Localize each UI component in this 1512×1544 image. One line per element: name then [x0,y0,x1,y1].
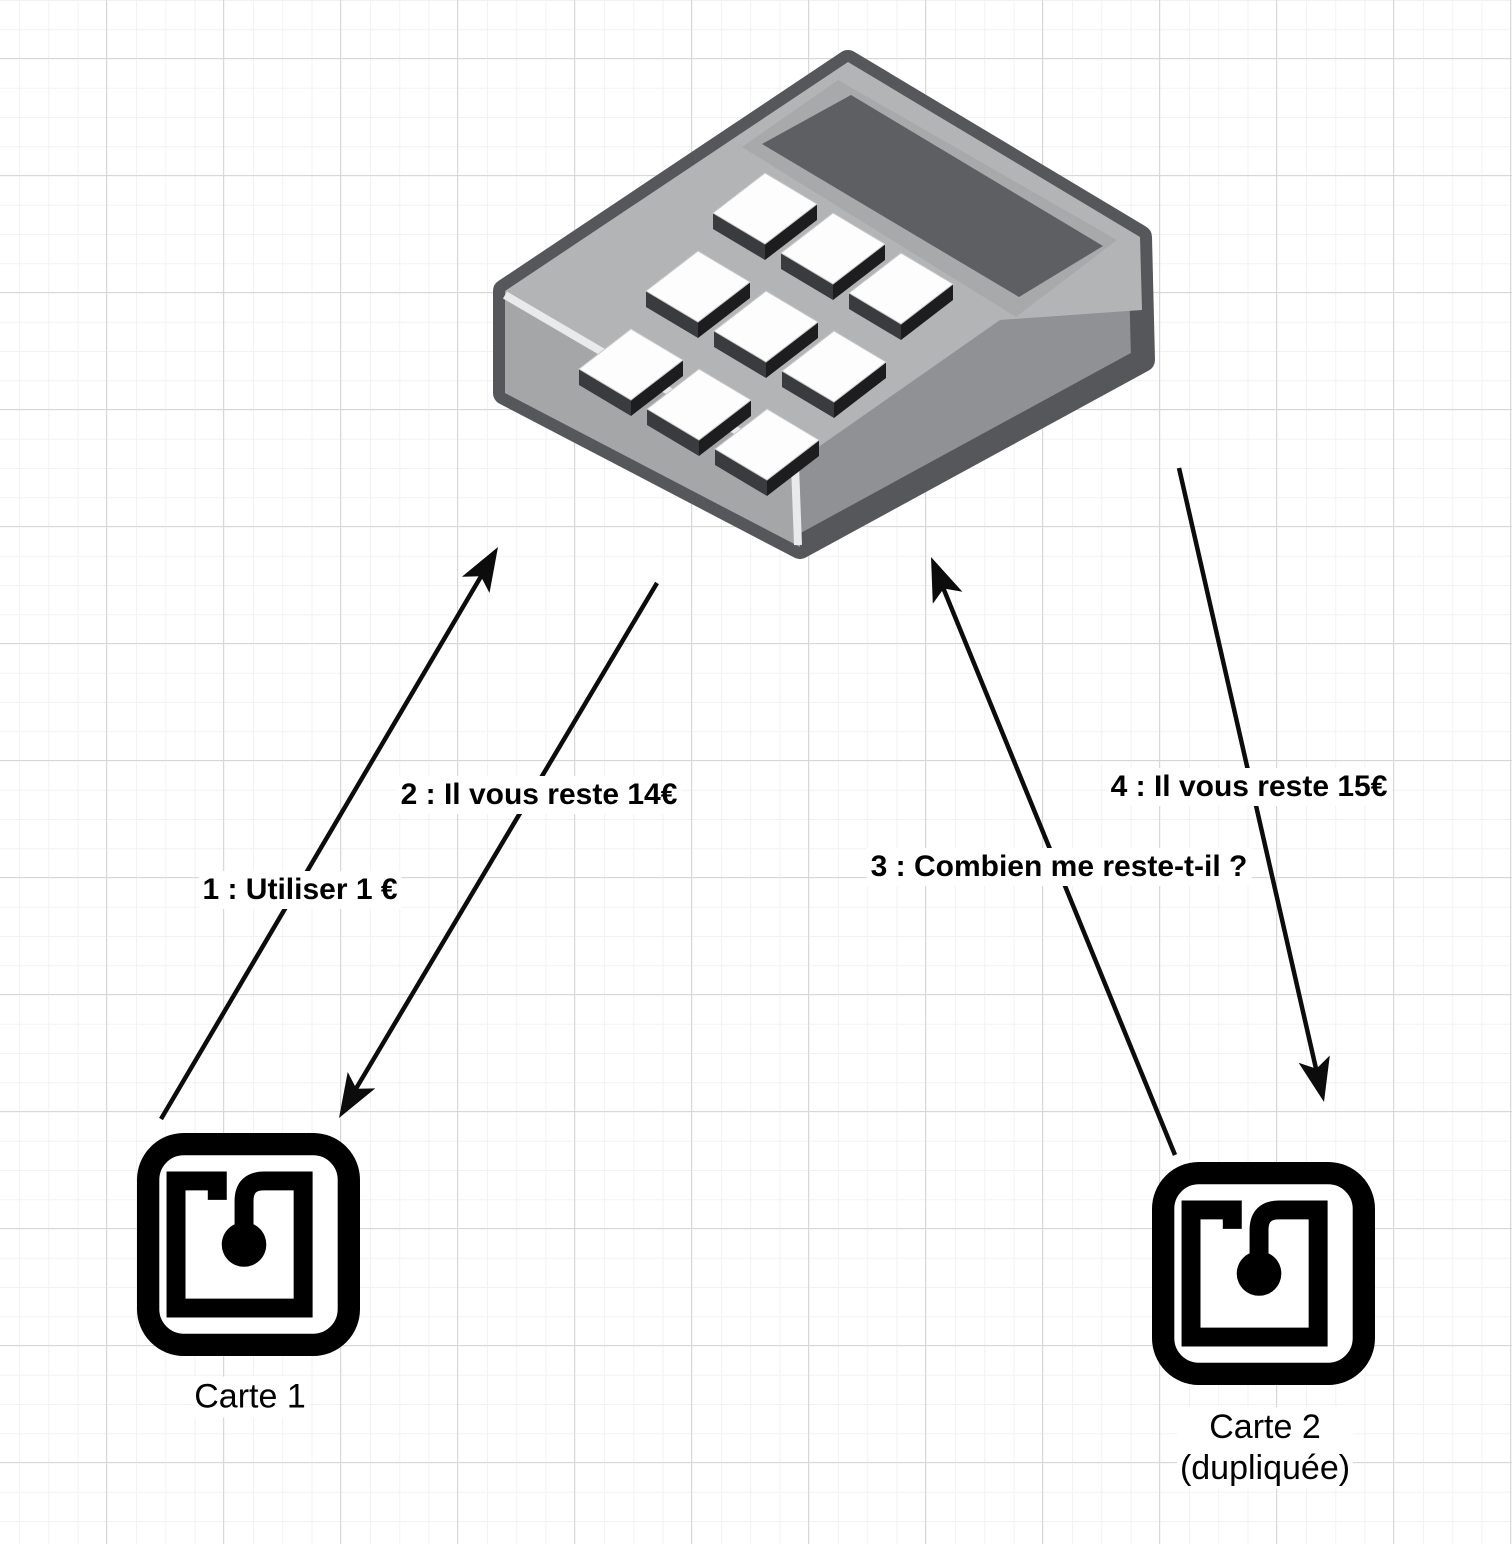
terminal-display-screen [762,95,1103,297]
edge-label-3[interactable]: 3 : Combien me reste-t-il ? [866,848,1252,886]
card-chip [1236,1251,1282,1296]
edge-arrow-2[interactable] [339,581,659,1118]
card-coil [166,1171,313,1318]
card-coil [1181,1200,1328,1347]
card2-label-line2: (dupliquée) [1179,1449,1351,1487]
card1-label[interactable]: Carte 1 [191,1376,309,1418]
payment-terminal-icon[interactable] [492,50,1155,559]
card2-label[interactable]: Carte 2 (dupliquée) [1176,1407,1354,1489]
edge-label-2[interactable]: 2 : Il vous reste 14€ [396,776,682,814]
card-chip [221,1222,267,1267]
edge-label-1[interactable]: 1 : Utiliser 1 € [198,871,402,909]
nfc-tag-icon[interactable] [1152,1162,1375,1385]
nfc-tag-icon[interactable] [137,1133,360,1356]
edge-label-4[interactable]: 4 : Il vous reste 15€ [1106,768,1392,806]
edge-arrow-1[interactable] [159,547,498,1121]
card2-label-line1: Carte 2 [1209,1408,1321,1446]
